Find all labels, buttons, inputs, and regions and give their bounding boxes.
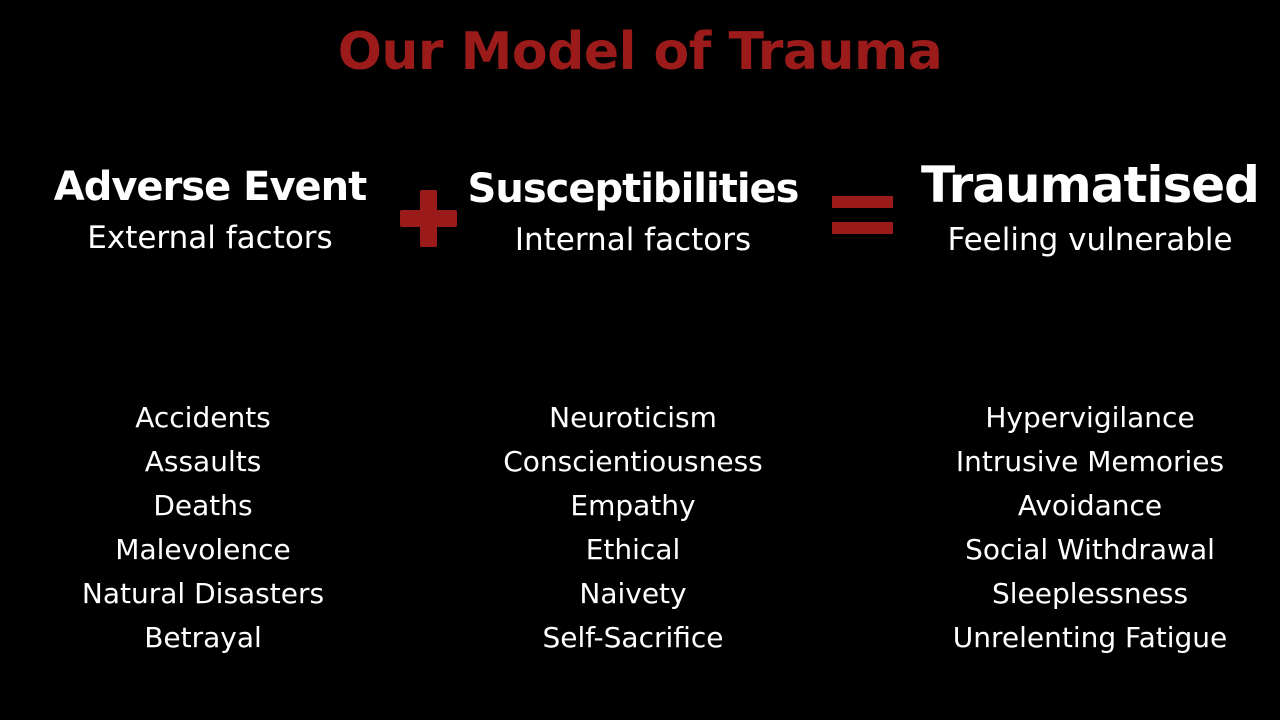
column-heading: Traumatised [921,156,1260,214]
equals-icon [832,196,893,236]
list-item: Naivety [579,577,687,610]
slide-title: Our Model of Trauma [337,22,943,82]
plus-icon [400,190,457,247]
column-traumatised: Traumatised Feeling vulnerable [910,156,1270,258]
list-item: Neuroticism [549,401,717,434]
list-item: Malevolence [115,533,291,566]
list-item: Empathy [570,489,696,522]
list-item: Intrusive Memories [955,445,1225,478]
column-susceptibilities: Susceptibilities Internal factors [453,166,813,258]
list-item: Accidents [135,401,271,434]
column-subheading: Feeling vulnerable [947,222,1233,258]
list-item: Betrayal [144,621,262,654]
traumatised-list: Hypervigilance Intrusive Memories Avoida… [910,396,1270,660]
column-subheading: Internal factors [514,222,752,258]
column-heading: Susceptibilities [467,166,800,212]
list-item: Assaults [144,445,262,478]
column-subheading: External factors [87,220,333,256]
column-adverse-event: Adverse Event External factors [30,164,390,256]
list-item: Social Withdrawal [965,533,1215,566]
list-item: Sleeplessness [991,577,1189,610]
list-item: Conscientiousness [503,445,763,478]
list-item: Deaths [153,489,253,522]
column-heading: Adverse Event [53,164,368,210]
list-item: Natural Disasters [81,577,325,610]
list-item: Avoidance [1017,489,1163,522]
list-item: Self-Sacrifice [542,621,724,654]
adverse-event-list: Accidents Assaults Deaths Malevolence Na… [23,396,383,660]
list-item: Hypervigilance [985,401,1195,434]
list-item: Ethical [585,533,681,566]
list-item: Unrelenting Fatigue [952,621,1228,654]
susceptibilities-list: Neuroticism Conscientiousness Empathy Et… [453,396,813,660]
